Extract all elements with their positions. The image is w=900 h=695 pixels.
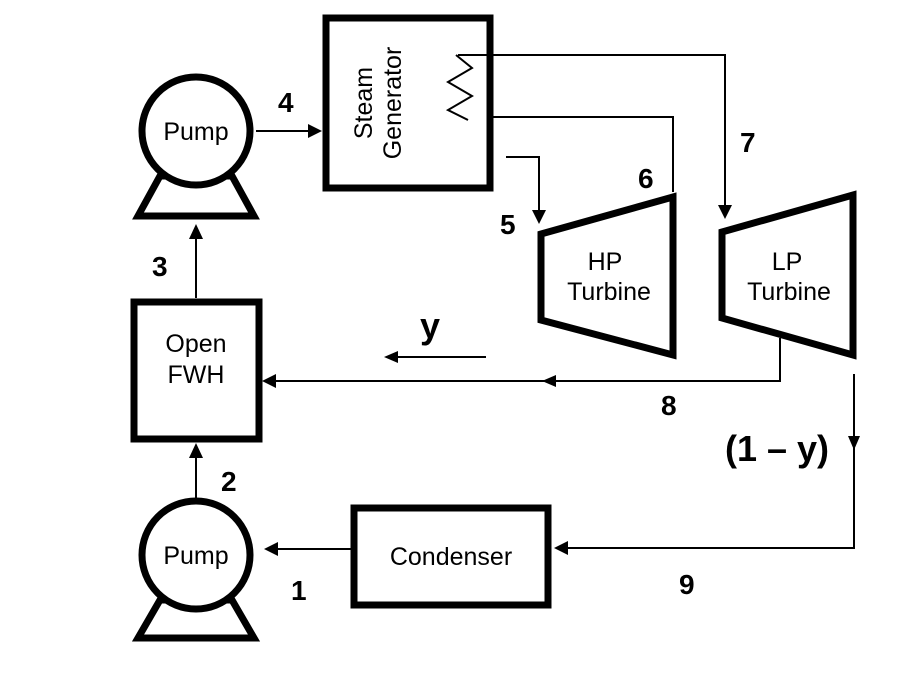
state-label-9: 9 [679,569,695,600]
hp-turbine-label-line1: HP [588,248,623,276]
state-label-7: 7 [740,127,756,158]
arrow-state-9-end [554,541,568,555]
state-label-5: 5 [500,209,516,240]
top-pump-circle [138,73,254,189]
state-label-2: 2 [221,466,237,497]
top-pump-label: Pump [163,118,228,146]
state-label-1: 1 [291,575,307,606]
arrow-state-8-end [262,374,276,388]
steam-generator-box [322,14,494,192]
lp-turbine-label-line2: Turbine [747,278,831,306]
bottom-pump-label: Pump [163,542,228,570]
heating-coil-icon [445,54,474,121]
fraction-one-minus-y-label: (1 – y) [725,428,829,469]
state-label-6: 6 [638,163,654,194]
open-fwh-box [130,298,263,443]
condenser-box [350,504,552,609]
state-label-8: 8 [661,390,677,421]
arrow-state-1 [264,542,278,556]
line-state-7 [458,54,726,207]
line-state-8 [274,338,781,382]
arrow-state-3 [189,224,203,239]
arrow-state-5 [532,210,546,224]
lp-turbine-label-line1: LP [772,248,803,276]
condenser-label: Condenser [390,543,512,571]
line-state-9 [566,374,855,549]
lp-turbine-shape [718,190,857,360]
line-state-5 [506,156,540,212]
arrow-y [384,351,398,363]
arrow-state-8-mid [542,375,556,387]
open-fwh-label-line1: Open [165,330,226,358]
arrow-state-7 [718,205,732,219]
state-label-4: 4 [278,87,294,118]
bottom-pump-circle [138,497,254,613]
arrow-state-4 [308,124,322,138]
hp-turbine-label-line2: Turbine [567,278,651,306]
line-state-6 [490,116,674,192]
arrow-state-9-mid [848,436,860,450]
arrow-state-2 [189,443,203,458]
hp-turbine-shape [537,192,677,360]
steam-generator-label-line1: Steam [350,67,378,139]
steam-generator-label-line2: Generator [379,47,407,160]
fraction-y-label: y [420,305,440,346]
open-fwh-label-line2: FWH [168,361,225,389]
state-label-3: 3 [152,251,168,282]
